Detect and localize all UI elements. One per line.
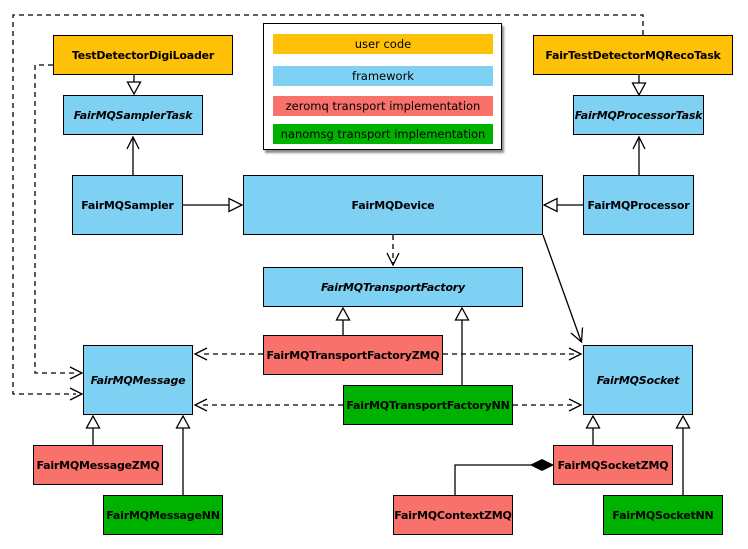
- node-fairmqtransportfactoryzmq: FairMQTransportFactoryZMQ: [263, 335, 443, 375]
- edge-factorynn-message: [193, 398, 343, 412]
- node-fairmqprocessortask: FairMQProcessorTask: [573, 95, 704, 135]
- edge-digiloader-samplertask: [126, 75, 142, 96]
- node-fairmqsocketnn: FairMQSocketNN: [603, 495, 723, 535]
- legend-item-zeromq: zeromq transport implementation: [273, 96, 493, 116]
- legend-item-framework: framework: [273, 66, 493, 86]
- edge-digiloader-message: [34, 64, 84, 380]
- node-fairmqmessagezmq: FairMQMessageZMQ: [33, 445, 163, 485]
- node-fairmqmessage: FairMQMessage: [83, 345, 193, 415]
- node-fairmqsocketzmq: FairMQSocketZMQ: [553, 445, 673, 485]
- node-fairmqmessagenn: FairMQMessageNN: [103, 495, 223, 535]
- edge-factoryzmq-factory: [335, 306, 351, 335]
- edge-factoryzmq-socket: [443, 347, 583, 361]
- legend-label: user code: [354, 37, 412, 51]
- edge-socketnn-socket: [675, 414, 691, 495]
- edge-messagenn-message: [175, 414, 191, 495]
- edge-recotask-processortask: [631, 75, 647, 97]
- node-fairmqsamplertask: FairMQSamplerTask: [63, 95, 203, 135]
- node-fairmqtransportfactorynn: FairMQTransportFactoryNN: [343, 385, 513, 425]
- edge-factoryzmq-message: [193, 347, 263, 361]
- edge-messagezmq-message: [85, 414, 101, 445]
- edge-sampler-device: [183, 197, 244, 213]
- node-fairmqsocket: FairMQSocket: [583, 345, 693, 415]
- legend-label: nanomsg transport implementation: [280, 127, 486, 141]
- edge-device-socket: [542, 234, 584, 344]
- node-fairmqsampler: FairMQSampler: [72, 175, 183, 235]
- legend-item-user-code: user code: [273, 34, 493, 54]
- node-testdetectordigiloader: TestDetectorDigiLoader: [53, 35, 233, 75]
- edge-processor-processortask: [632, 135, 646, 175]
- edge-socketzmq-socket: [585, 414, 601, 445]
- node-fairmqcontextzmq: FairMQContextZMQ: [393, 495, 513, 535]
- legend: user code framework zeromq transport imp…: [263, 23, 502, 150]
- edge-contextzmq-socketzmq: [454, 458, 555, 495]
- legend-label: zeromq transport implementation: [285, 99, 481, 113]
- node-fairmqtransportfactory: FairMQTransportFactory: [263, 267, 523, 307]
- edge-device-transportfactory: [386, 235, 400, 267]
- edge-factorynn-factory: [454, 306, 470, 385]
- legend-label: framework: [352, 69, 414, 83]
- edge-factorynn-socket: [513, 398, 583, 412]
- node-fairmqdevice: FairMQDevice: [243, 175, 543, 235]
- edge-processor-device: [542, 197, 583, 213]
- legend-item-nanomsg: nanomsg transport implementation: [273, 124, 493, 144]
- node-fairtestdetectormqrecotask: FairTestDetectorMQRecoTask: [533, 35, 733, 75]
- node-fairmqprocessor: FairMQProcessor: [583, 175, 694, 235]
- edge-sampler-samplertask: [126, 135, 140, 175]
- edge-recotask-message: [12, 14, 644, 401]
